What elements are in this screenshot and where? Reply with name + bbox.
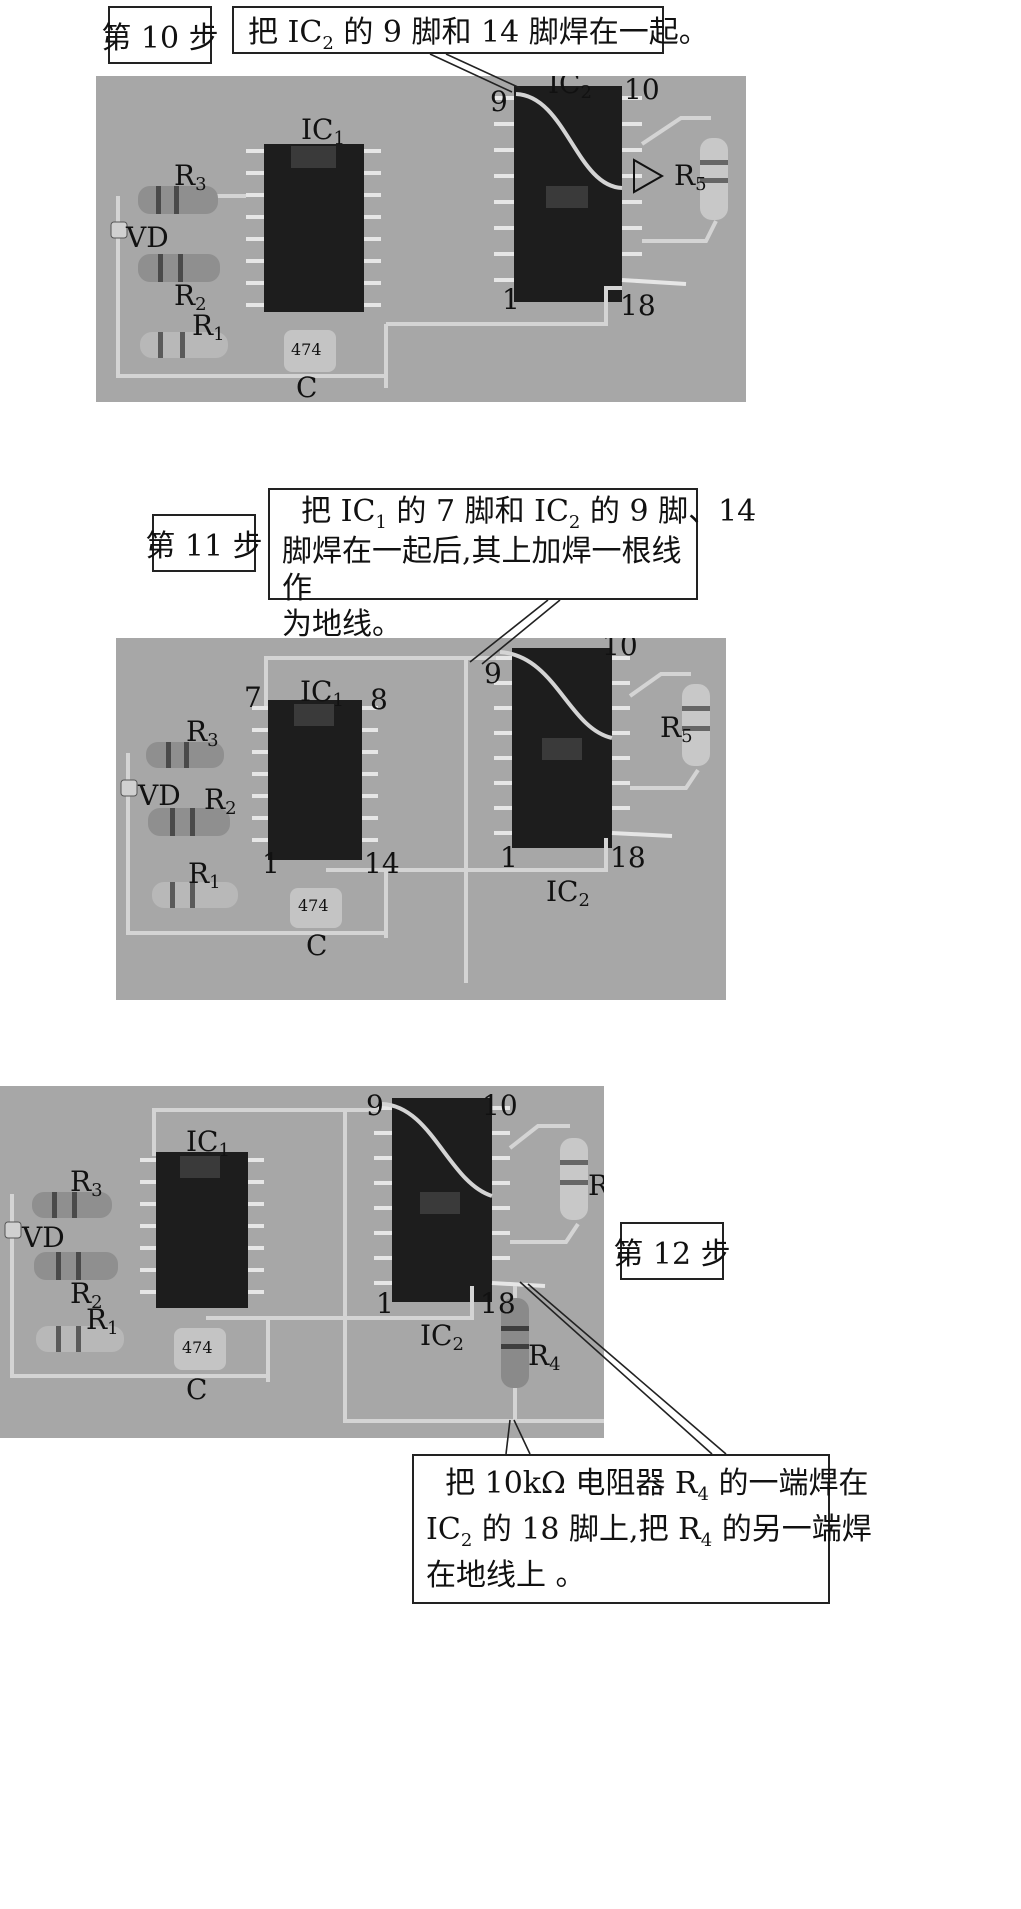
label-r2: R2 [70,1277,103,1313]
diode-vd [110,221,128,239]
label-r1: R1 [86,1303,119,1339]
diode-vd [120,779,138,797]
label-r5: R5 [588,1169,604,1202]
label-ic1: IC1 [301,113,345,149]
label-c: C [296,371,318,402]
label-c: C [306,929,328,962]
label-r3: R3 [70,1165,103,1201]
label-cap-code: 474 [182,1338,213,1357]
label-cap-code: 474 [298,896,329,915]
label-pin1-ic1: 1 [262,847,280,880]
label-pin9: 9 [490,85,508,118]
label-pin14: 14 [364,847,400,880]
step11-label: 第 11 步 [145,514,263,572]
label-ic1: IC1 [300,675,344,711]
label-r5: R5 [674,159,707,195]
label-pin18: 18 [610,841,646,874]
label-r1: R1 [188,857,221,893]
label-r2: R2 [174,279,207,315]
step10-label: 第 10 步 [101,6,219,64]
ic1-socket [140,1152,264,1308]
resistor-r1 [140,332,228,358]
resistor-r2 [148,808,230,836]
label-ic1: IC1 [186,1125,230,1161]
label-vd: VD [22,1221,65,1254]
resistor-r3 [138,186,218,214]
step12-note: 把 10kΩ 电阻器 R4 的一端焊在 IC2 的 18 脚上,把 R4 的另一… [412,1454,872,1604]
capacitor-c [284,330,336,372]
resistor-r3 [146,742,224,768]
diode-vd [4,1221,22,1239]
resistor-r5 [560,1138,588,1220]
ic1-socket [246,144,381,312]
label-pin18: 18 [480,1287,516,1320]
label-pin8: 8 [370,683,388,716]
step12-label: 第 12 步 [613,1222,731,1280]
label-ic2: IC2 [420,1319,464,1355]
step10-photo: IC1 IC2 R3 VD R2 R1 C 474 9 10 1 18 R5 [96,76,746,402]
label-r1: R1 [192,309,225,345]
ic2-socket [494,648,673,848]
label-pin1: 1 [376,1287,394,1320]
label-pin1: 1 [502,283,520,316]
label-r3: R3 [186,715,219,751]
label-vd: VD [138,779,181,812]
resistor-r2 [34,1252,118,1280]
label-pin7: 7 [244,681,262,714]
label-pin1-ic2: 1 [500,841,518,874]
resistor-r1 [36,1326,124,1352]
label-r4: R4 [528,1339,561,1375]
label-pin10: 10 [482,1089,518,1122]
label-pin10: 10 [624,76,660,106]
label-r3: R3 [174,159,207,195]
resistor-r2 [138,254,220,282]
label-r5: R5 [660,711,693,747]
resistor-r5 [682,684,710,766]
label-pin18: 18 [620,289,656,322]
label-ic2: IC2 [546,875,590,911]
ic2-socket [374,1098,546,1302]
capacitor-c [290,888,342,928]
ic2-socket [494,86,687,302]
resistor-r5 [700,138,728,220]
capacitor-c [174,1328,226,1370]
ic1-socket [252,700,378,860]
label-cap-code: 474 [291,340,322,359]
label-r2: R2 [204,783,237,819]
resistor-r1 [152,882,238,908]
step10-note: 把 IC2 的 9 脚和 14 脚焊在一起。 [232,6,709,54]
label-c: C [186,1373,208,1406]
arrow-marker [633,158,665,194]
step12-photo: 9 10 IC1 R3 VD R5 R2 1 18 R1 IC2 R4 474 … [0,1086,604,1438]
label-ic2: IC2 [548,76,592,103]
label-pin9: 9 [366,1089,384,1122]
step11-note: 把 IC1 的 7 脚和 IC2 的 9 脚、14 脚焊在一起后,其上加焊一根线… [268,488,756,642]
step11-photo: 7 IC1 8 9 10 R3 VD R2 R5 1 14 1 18 R1 IC… [116,638,726,1000]
label-vd: VD [126,221,169,254]
label-pin10: 10 [602,638,638,662]
label-pin9: 9 [484,657,502,690]
resistor-r3 [32,1192,112,1218]
